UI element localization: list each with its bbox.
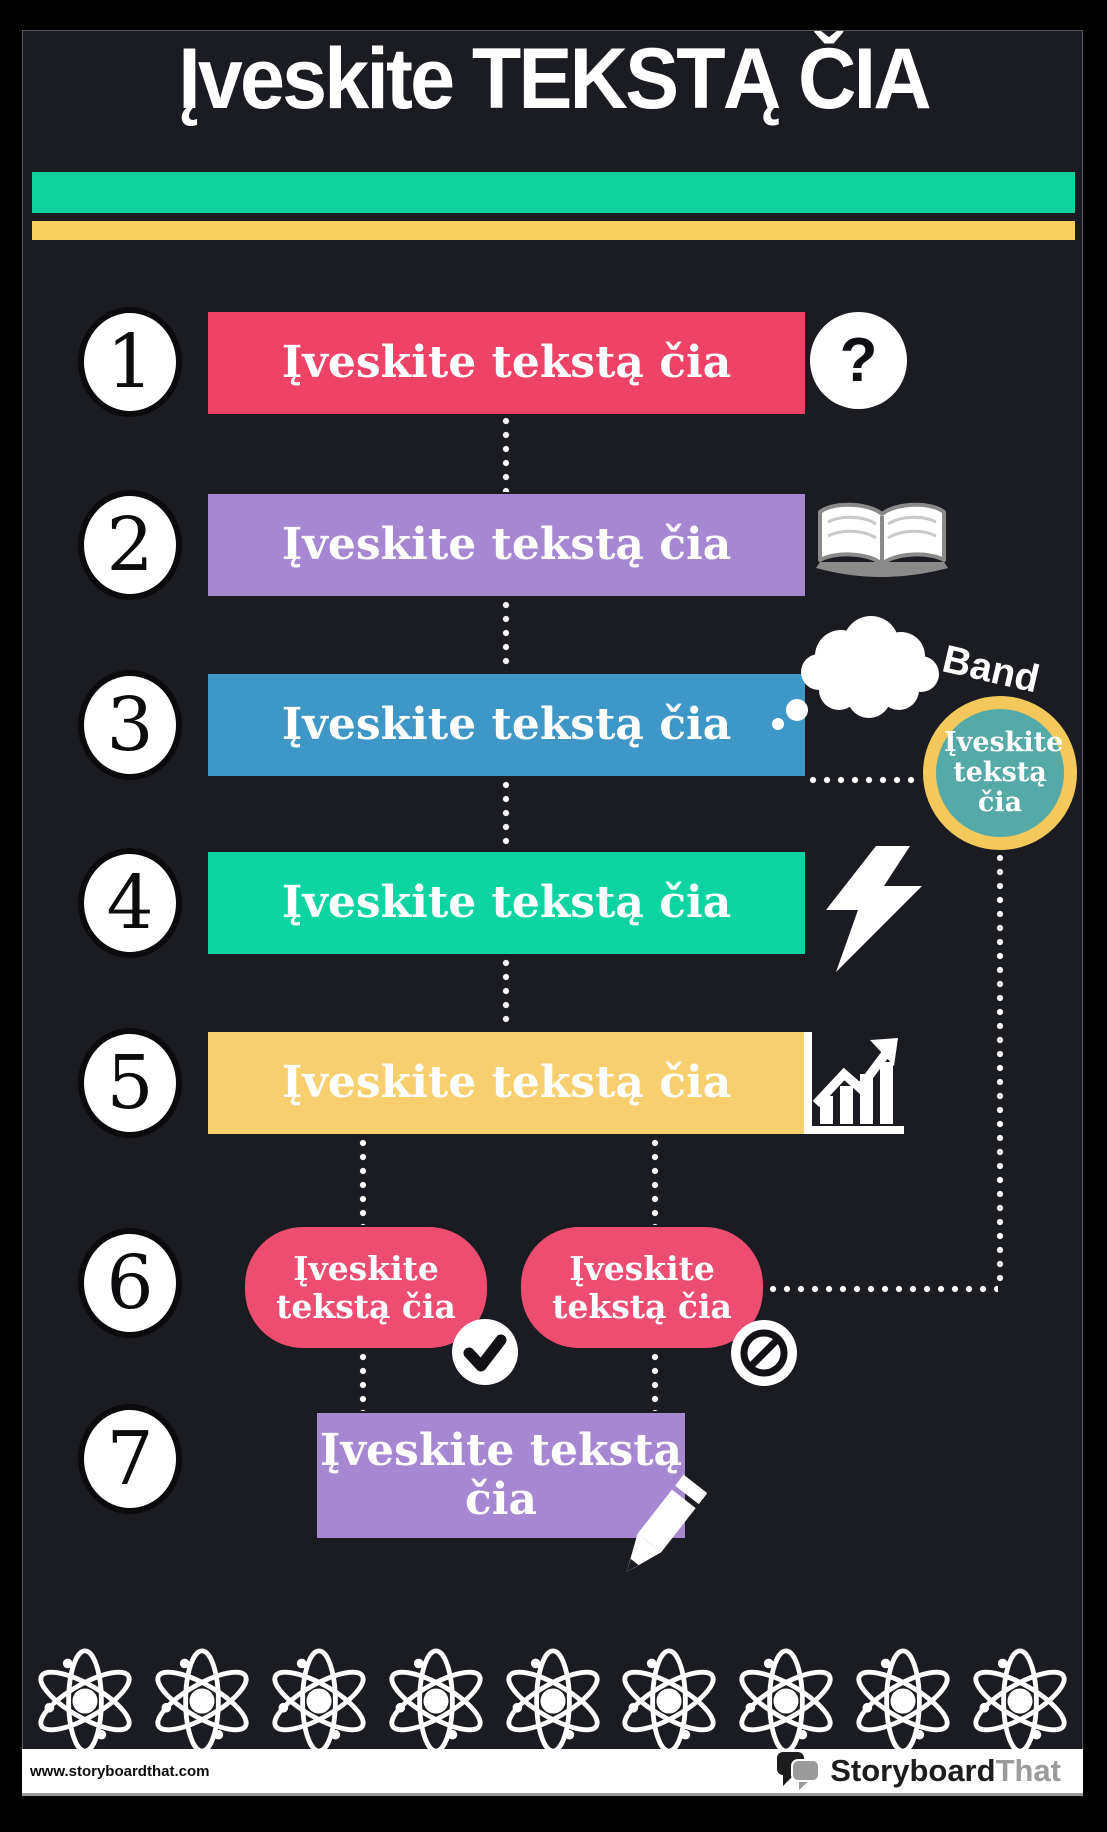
connector-dotted-6-7a — [359, 1350, 367, 1411]
atom-icon — [973, 1648, 1067, 1754]
option-blob-no: Įveskite tekstą čia — [521, 1227, 763, 1348]
atom-icon — [38, 1648, 132, 1754]
step-number-3: 3 — [78, 670, 182, 780]
step-number-5: 5 — [78, 1028, 182, 1138]
divider-green — [32, 172, 1075, 213]
thought-bubble-dot-large — [786, 699, 808, 721]
lightning-bolt-icon — [826, 846, 922, 972]
connector-dotted-1-2 — [502, 414, 510, 492]
callout-label: Įveskite tekstą čia — [944, 727, 1064, 818]
step-bar-1: Įveskite tekstą čia — [208, 312, 805, 414]
thought-cloud-icon — [801, 616, 939, 718]
step-bar-2: Įveskite tekstą čia — [208, 494, 805, 596]
option-blob-yes: Įveskite tekstą čia — [245, 1227, 487, 1348]
atoms-row — [22, 1648, 1083, 1754]
atom-icon — [856, 1648, 950, 1754]
connector-dotted-5-6b — [651, 1136, 659, 1225]
step-bar-3: Įveskite tekstą čia — [208, 674, 805, 776]
atom-icon — [272, 1648, 366, 1754]
atom-icon — [622, 1648, 716, 1754]
connector-dotted-bar3-callout — [806, 776, 922, 784]
connector-dotted-3-4 — [502, 778, 510, 850]
atom-icon — [739, 1648, 833, 1754]
growth-chart-icon — [804, 1032, 904, 1134]
step-number-4: 4 — [78, 848, 182, 958]
thought-bubble-dot-small — [772, 718, 784, 730]
check-mark-icon — [452, 1319, 518, 1385]
connector-dotted-6-7b — [651, 1350, 659, 1411]
connector-dotted-callout-option — [766, 1285, 998, 1293]
footer-url: www.storyboardthat.com — [30, 1762, 210, 1780]
atom-icon — [389, 1648, 483, 1754]
page-title: Įveskite TEKSTĄ ČIA — [178, 31, 931, 127]
speech-bubbles-icon — [777, 1752, 821, 1790]
atom-icon — [505, 1648, 600, 1754]
brand-secondary: That — [995, 1753, 1061, 1788]
connector-dotted-5-6a — [359, 1136, 367, 1225]
step-number-6: 6 — [78, 1228, 182, 1338]
step-number-1: 1 — [78, 307, 182, 417]
pencil-icon — [626, 1474, 708, 1573]
step-number-7: 7 — [78, 1404, 182, 1514]
divider-yellow — [32, 221, 1075, 240]
atom-icon — [155, 1648, 249, 1754]
step-number-2: 2 — [78, 490, 182, 600]
prohibition-icon — [731, 1320, 797, 1386]
connector-dotted-2-3 — [502, 598, 510, 672]
connector-dotted-4-5 — [502, 956, 510, 1030]
step-bar-7: Įveskite tekstą čia — [317, 1413, 685, 1538]
open-book-icon — [816, 502, 948, 577]
step-bar-4: Įveskite tekstą čia — [208, 852, 805, 954]
connector-dotted-callout-down — [996, 851, 1004, 1288]
callout-circle: Įveskite tekstą čia — [923, 696, 1077, 850]
question-mark-icon: ? — [810, 312, 907, 409]
step-bar-5: Įveskite tekstą čia — [208, 1032, 805, 1134]
brand-primary: Storyboard — [830, 1753, 996, 1788]
